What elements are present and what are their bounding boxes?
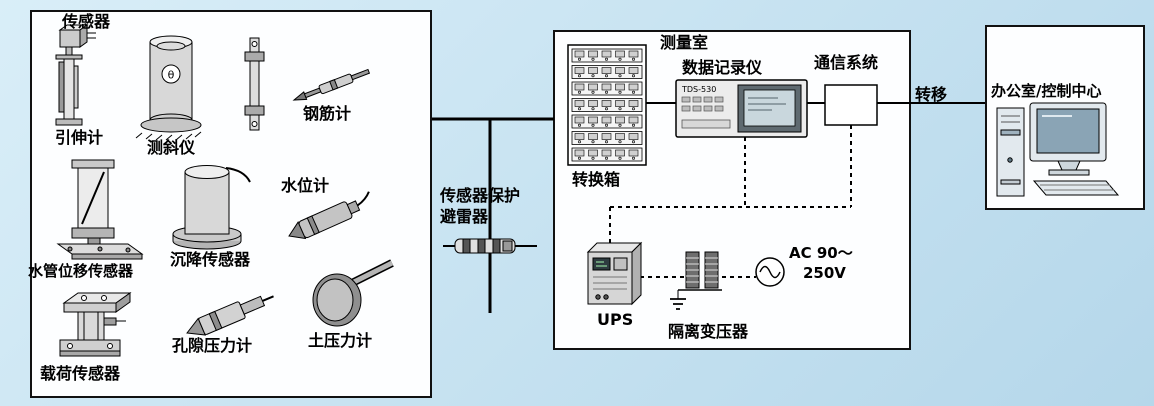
arrester-label: 传感器保护 避雷器 [440,186,520,228]
sensors-box-title: 传感器 [62,12,111,31]
inclinometer-label: 测斜仪 [147,138,196,157]
water-level-gauge-label: 水位计 [281,176,330,195]
settlement-sensor-label: 沉降传感器 [170,250,251,269]
ac-voltage-line2: 250V [803,263,846,282]
arrester-label-line2: 避雷器 [440,206,489,226]
ac-voltage-label: AC 90～ 250V [789,244,853,283]
pipe-displacement-sensor-label: 水管位移传感器 [28,262,134,280]
ac-voltage-line1: AC 90～ [789,244,853,262]
rebar-gauge-label: 钢筋计 [303,104,352,123]
lightning-arrester-icon [443,238,537,254]
office-box [985,25,1145,210]
office-title: 办公室/控制中心 [991,82,1102,100]
load-sensor-label: 载荷传感器 [40,364,121,383]
measurement-room-title: 测量室 [660,33,709,52]
data-logger-label: 数据记录仪 [682,58,763,77]
ups-label: UPS [597,310,634,329]
extensometer-label: 引伸计 [55,128,104,147]
isolation-transformer-label: 隔离变压器 [668,322,749,341]
transfer-label: 转移 [915,85,948,104]
arrester-label-line1: 传感器保护 [440,186,521,205]
communication-system-label: 通信系统 [814,53,879,72]
earth-pressure-gauge-label: 土压力计 [308,331,373,350]
pore-pressure-gauge-label: 孔隙压力计 [172,336,253,355]
converter-box-label: 转换箱 [572,170,621,189]
